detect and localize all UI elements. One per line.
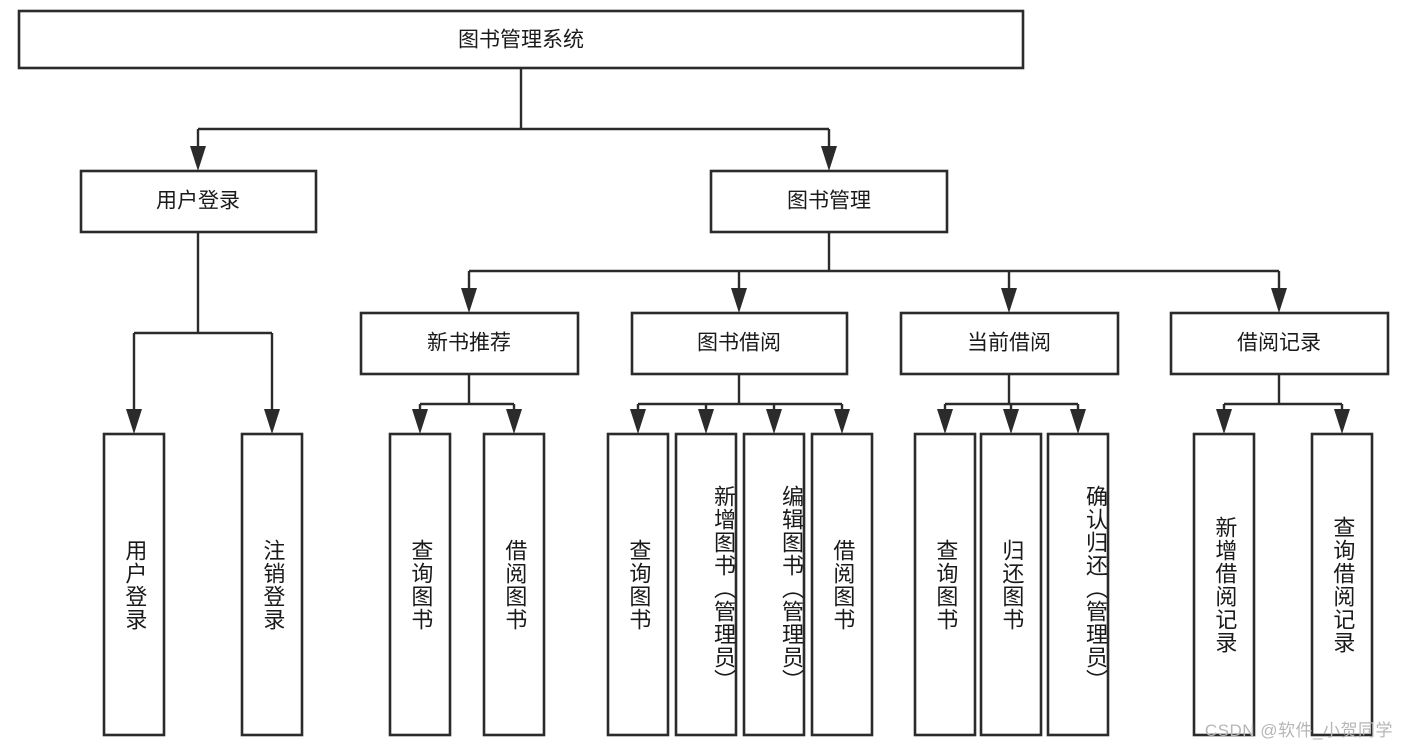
- arrow-head-leaf-12: [1216, 409, 1232, 434]
- arrow-head-leaf-1: [126, 409, 142, 434]
- connector-group-login-to-leaves: [126, 232, 280, 434]
- node-leaf-13-box[interactable]: [1310, 432, 1374, 737]
- node-leaf-12-box[interactable]: [1192, 432, 1256, 737]
- node-bookmgmt[interactable]: 图书管理: [709, 169, 949, 234]
- arrow-head-leaf-5: [630, 409, 646, 434]
- arrow-head-leaf-9: [937, 409, 953, 434]
- node-current[interactable]: 当前借阅: [899, 311, 1120, 376]
- arrow-head-leaf-7: [766, 409, 782, 434]
- arrow-head-leaf-4: [506, 409, 522, 434]
- node-current-box[interactable]: [899, 311, 1120, 376]
- connector-group-records-to-leaves: [1216, 374, 1350, 434]
- node-leaf-9-box[interactable]: [913, 432, 977, 737]
- node-borrow[interactable]: 图书借阅: [630, 311, 849, 376]
- node-leaf-2-box[interactable]: [240, 432, 304, 737]
- node-bookmgmt-box[interactable]: [709, 169, 949, 234]
- node-newbook[interactable]: 新书推荐: [359, 311, 580, 376]
- node-login[interactable]: 用户登录: [79, 169, 318, 234]
- node-borrow-label: 图书借阅: [697, 332, 781, 355]
- leaf-box-group: [102, 432, 1374, 737]
- arrow-head-leaf-3: [412, 409, 428, 434]
- node-leaf-7-box[interactable]: [742, 432, 806, 737]
- arrow-head-leaf-6: [698, 409, 714, 434]
- node-leaf-8-box[interactable]: [810, 432, 874, 737]
- node-leaf-11-box[interactable]: [1046, 432, 1110, 737]
- arrow-head-bookmgmt: [821, 146, 837, 171]
- connector-group-newbook-to-leaves: [412, 374, 522, 434]
- node-root[interactable]: 图书管理系统: [17, 9, 1025, 70]
- node-root-label: 图书管理系统: [458, 29, 584, 52]
- node-bookmgmt-label: 图书管理: [787, 190, 871, 213]
- arrow-head-borrow: [731, 288, 747, 313]
- connector-group-root-to-level2: [190, 68, 837, 171]
- arrow-head-leaf-11: [1070, 409, 1086, 434]
- arrow-head-records: [1271, 288, 1287, 313]
- node-newbook-box[interactable]: [359, 311, 580, 376]
- arrow-head-newbook: [461, 288, 477, 313]
- arrow-head-current: [1001, 288, 1017, 313]
- connector-group-borrow-to-leaves: [630, 374, 850, 434]
- node-records-box[interactable]: [1169, 311, 1390, 376]
- connector-group-bookmgmt-to-level3: [461, 232, 1287, 313]
- node-leaf-10-box[interactable]: [979, 432, 1043, 737]
- node-login-label: 用户登录: [156, 190, 240, 213]
- node-newbook-label: 新书推荐: [427, 332, 511, 355]
- node-leaf-5-box[interactable]: [606, 432, 670, 737]
- node-login-box[interactable]: [79, 169, 318, 234]
- arrow-head-leaf-13: [1334, 409, 1350, 434]
- node-leaf-1-box[interactable]: [102, 432, 166, 737]
- node-current-label: 当前借阅: [967, 332, 1051, 355]
- arrow-head-leaf-8: [834, 409, 850, 434]
- arrow-head-leaf-10: [1003, 409, 1019, 434]
- connector-group-current-to-leaves: [937, 374, 1086, 434]
- watermark-text: CSDN @软件_小贺同学: [1204, 721, 1393, 740]
- node-leaf-4-box[interactable]: [482, 432, 546, 737]
- arrow-head-leaf-2: [264, 409, 280, 434]
- node-records-label: 借阅记录: [1237, 332, 1321, 355]
- node-root-box[interactable]: [17, 9, 1025, 70]
- node-records[interactable]: 借阅记录: [1169, 311, 1390, 376]
- node-borrow-box[interactable]: [630, 311, 849, 376]
- node-leaf-3-box[interactable]: [388, 432, 452, 737]
- node-leaf-6-box[interactable]: [674, 432, 738, 737]
- arrow-head-login: [190, 146, 206, 171]
